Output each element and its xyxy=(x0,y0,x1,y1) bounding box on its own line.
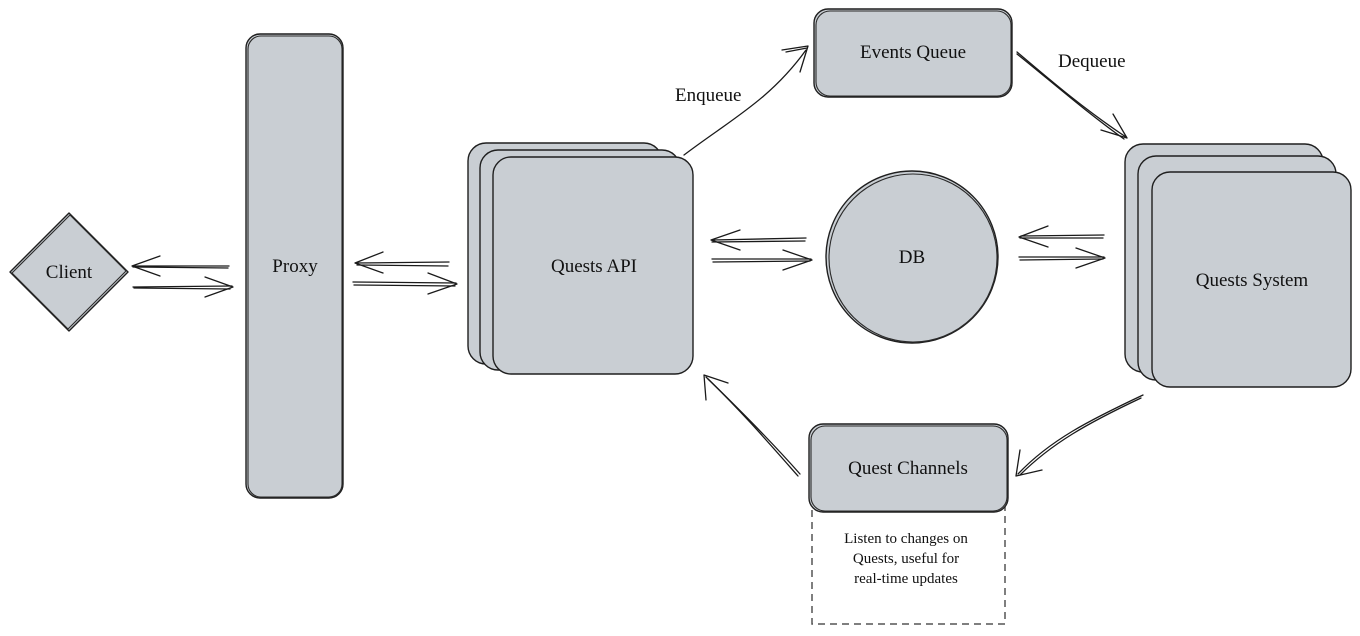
edge-api-db xyxy=(710,229,813,271)
edge-proxy-api xyxy=(352,251,458,295)
note-box xyxy=(811,492,1006,625)
edge-db-system xyxy=(1018,225,1106,269)
edge-system-channels xyxy=(1015,394,1144,477)
enqueue-label: Enqueue xyxy=(675,85,741,106)
proxy-label: Proxy xyxy=(272,256,318,277)
quest-channels-label: Quest Channels xyxy=(848,458,968,479)
quests-system-label: Quests System xyxy=(1196,270,1309,291)
quest-channels-group: Quest Channels Listen to changes on Ques… xyxy=(808,423,1009,625)
client-label: Client xyxy=(46,262,93,283)
edge-channels-api xyxy=(703,374,801,477)
note-line-2: Quests, useful for xyxy=(853,551,959,567)
quests-api-label: Quests API xyxy=(551,256,637,277)
note-line-3: real-time updates xyxy=(854,571,958,587)
db-label: DB xyxy=(899,247,925,268)
dequeue-label: Dequeue xyxy=(1058,51,1126,72)
quests-system-node: Quests System xyxy=(1124,143,1352,388)
note-line-1: Listen to changes on xyxy=(844,531,968,547)
edge-enqueue: Enqueue xyxy=(675,45,809,156)
edge-client-proxy xyxy=(131,255,234,298)
proxy-node: Proxy xyxy=(245,33,344,499)
quests-api-node: Quests API xyxy=(467,142,694,375)
events-queue-label: Events Queue xyxy=(860,42,966,63)
events-queue-node: Events Queue xyxy=(813,8,1013,98)
db-node: DB xyxy=(825,170,999,344)
edge-dequeue: Dequeue xyxy=(1016,51,1128,140)
client-node: Client xyxy=(9,212,129,332)
